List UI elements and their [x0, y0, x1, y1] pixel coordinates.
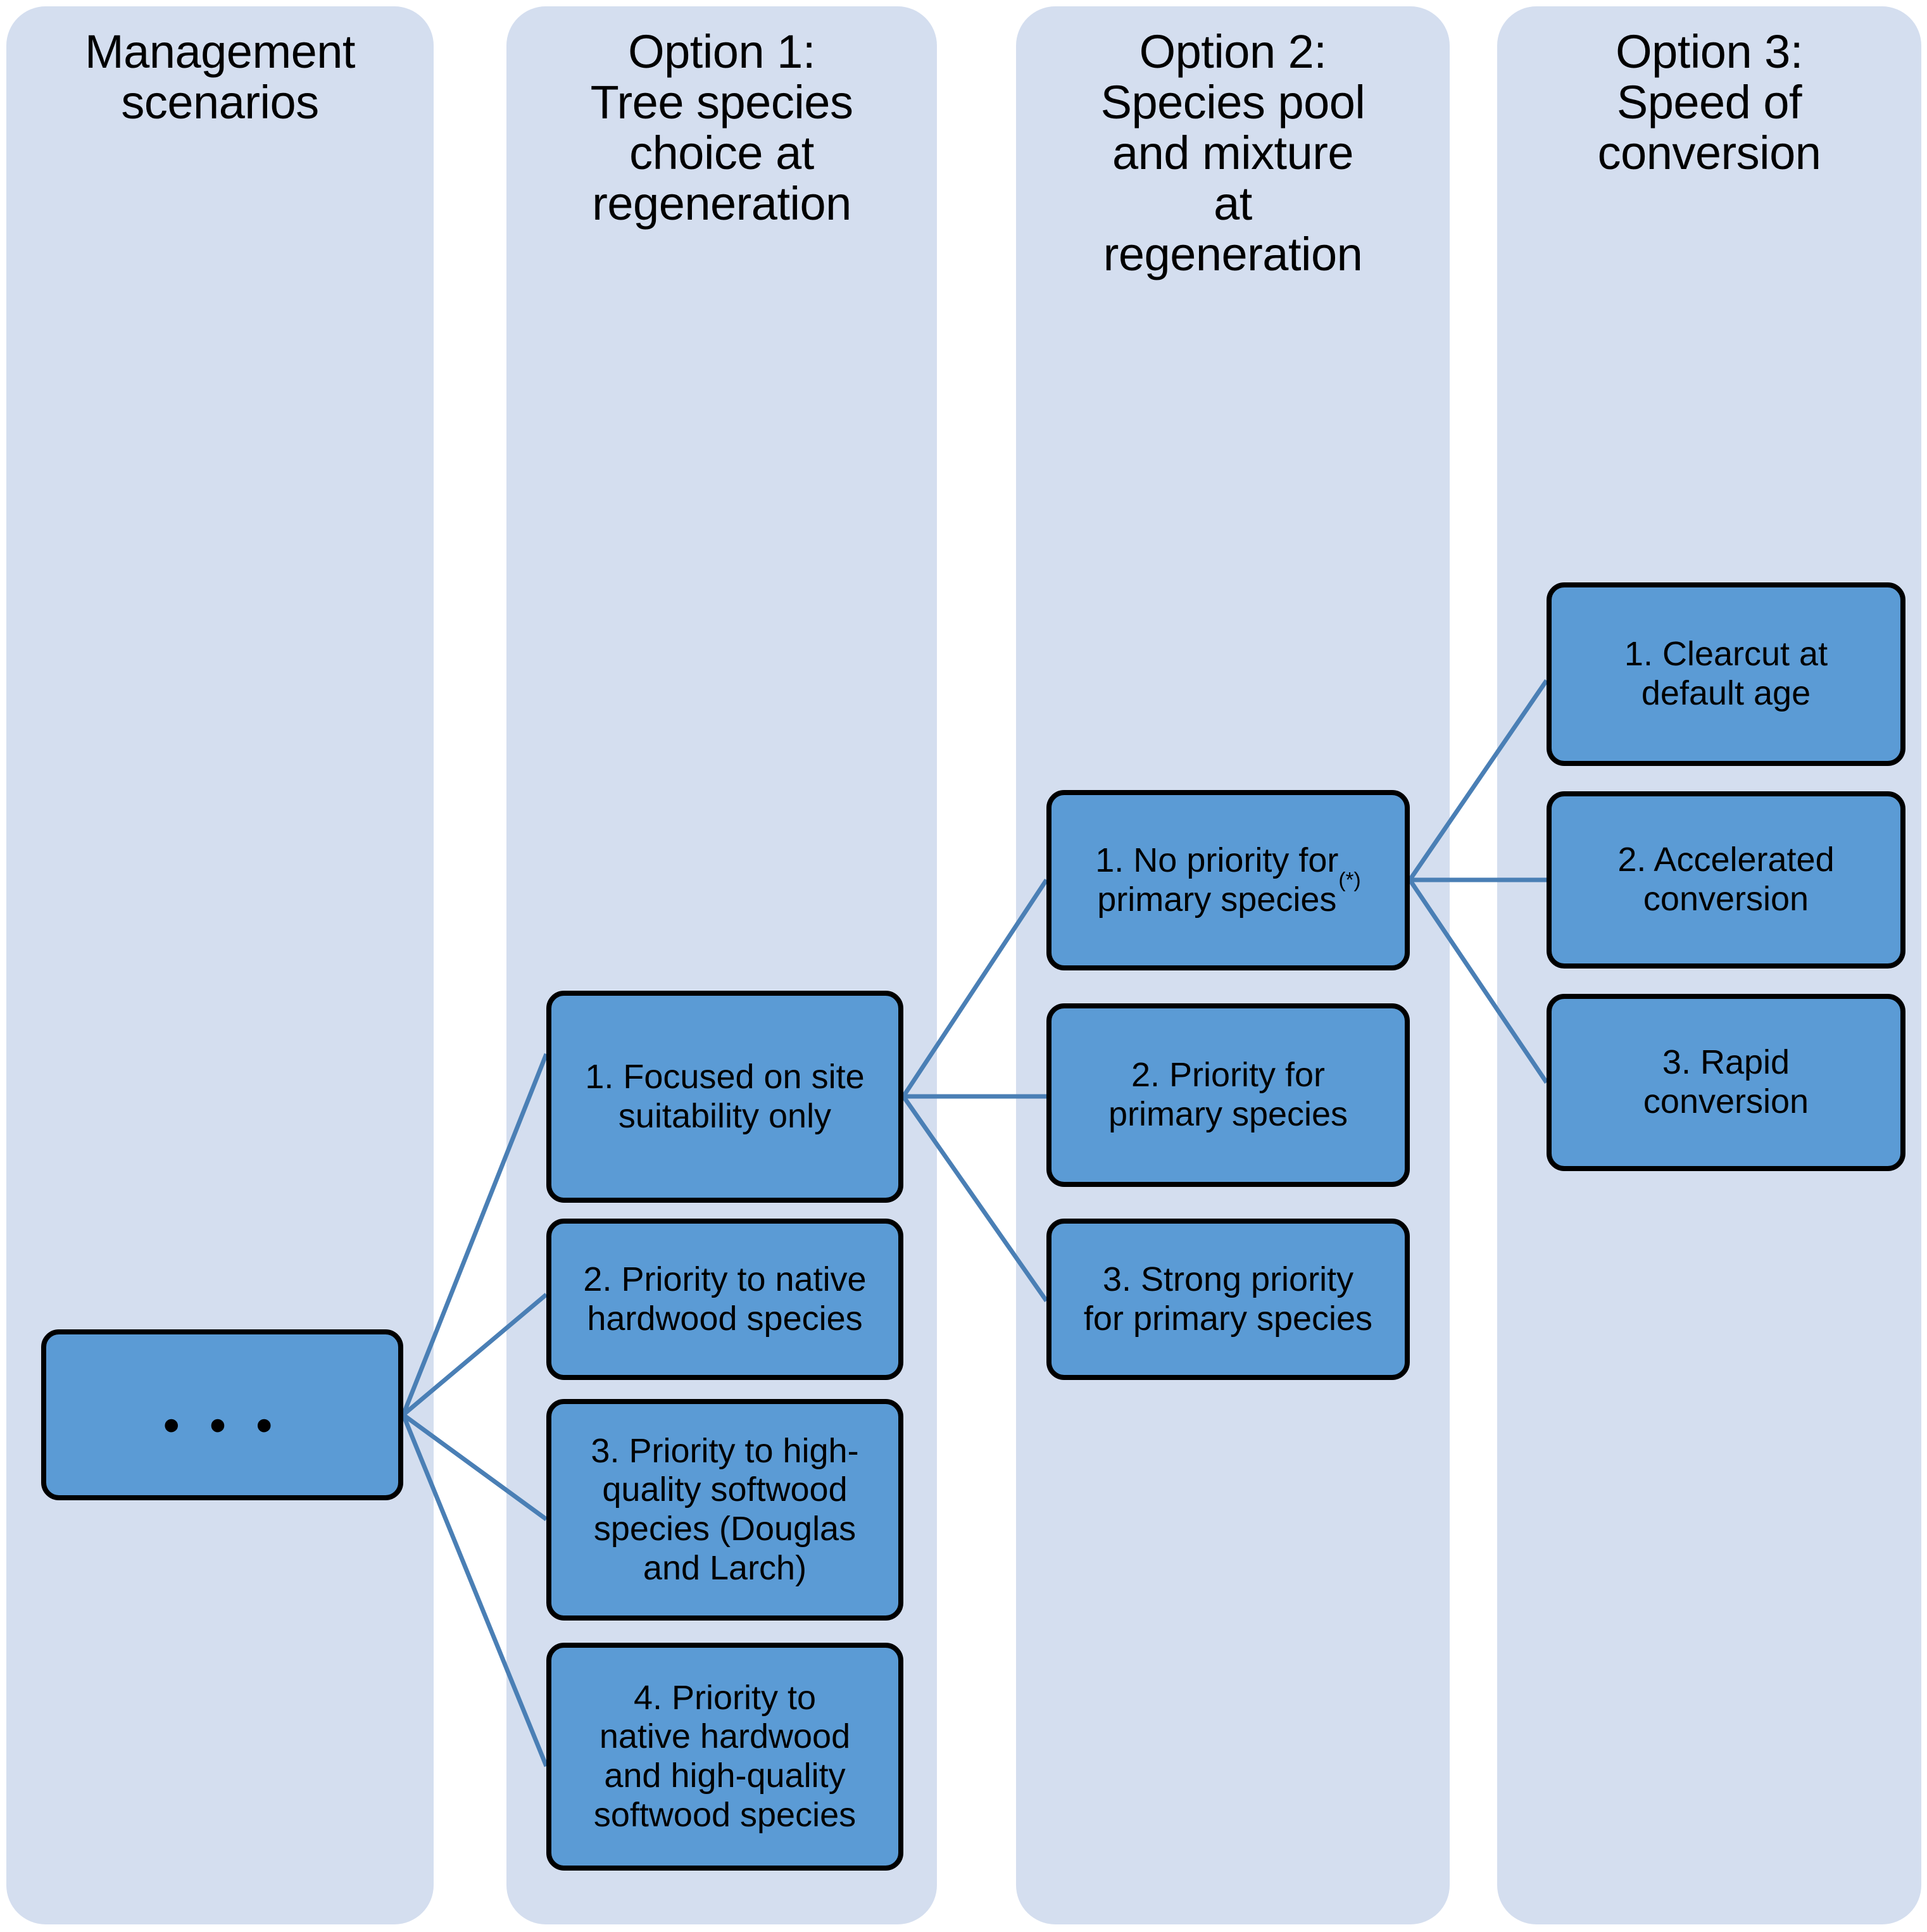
panel-title-option-2: Option 2: Species pool and mixture at re… — [1100, 25, 1365, 280]
node-option-3-item-2[interactable]: 2. Accelerated conversion — [1547, 791, 1905, 969]
node-option-1-item-1[interactable]: 1. Focused on site suitability only — [546, 991, 903, 1203]
panel-title-option-1: Option 1: Tree species choice at regener… — [590, 25, 853, 230]
node-option-2-item-1[interactable]: 1. No priority for primary species(*) — [1046, 790, 1410, 970]
node-option-1-item-2[interactable]: 2. Priority to native hardwood species — [546, 1219, 903, 1380]
panel-title-management-scenarios: Management scenarios — [85, 25, 355, 129]
node-option-2-item-2[interactable]: 2. Priority for primary species — [1046, 1003, 1410, 1187]
node-option-3-item-3[interactable]: 3. Rapid conversion — [1547, 994, 1905, 1171]
node-option-2-item-1-label: 1. No priority for primary species — [1095, 841, 1339, 919]
panel-option-1: Option 1: Tree species choice at regener… — [506, 6, 937, 1924]
panel-title-option-3: Option 3: Speed of conversion — [1597, 25, 1821, 179]
node-option-1-item-3[interactable]: 3. Priority to high- quality softwood sp… — [546, 1399, 903, 1621]
node-option-2-item-3[interactable]: 3. Strong priority for primary species — [1046, 1219, 1410, 1380]
node-option-3-item-1[interactable]: 1. Clearcut at default age — [1547, 582, 1905, 766]
panel-management-scenarios: Management scenarios — [6, 6, 434, 1924]
node-management-scenarios-root[interactable]: • • • — [41, 1329, 403, 1500]
node-option-1-item-4[interactable]: 4. Priority to native hardwood and high-… — [546, 1643, 903, 1871]
